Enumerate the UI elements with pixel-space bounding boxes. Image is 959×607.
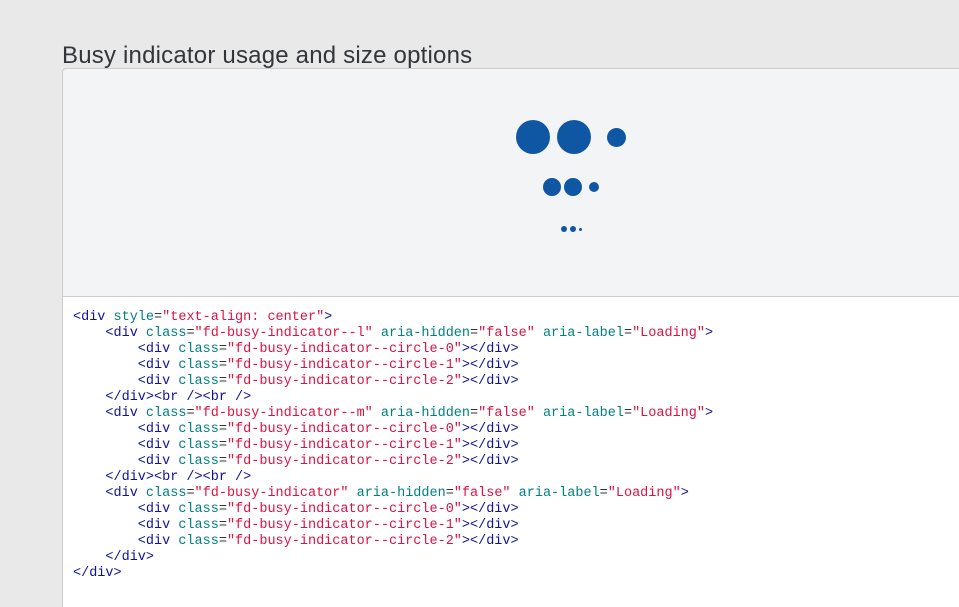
busy-indicator-dot (516, 120, 550, 154)
busy-indicator-medium (543, 178, 599, 196)
code-line: <div class="fd-busy-indicator--circle-1"… (73, 518, 519, 533)
code-line: <div class="fd-busy-indicator--circle-2"… (73, 454, 519, 469)
code-line: <div style="text-align: center"> (73, 310, 333, 325)
busy-indicator-dot (589, 182, 599, 192)
busy-indicator-dot (543, 178, 561, 196)
page-title: Busy indicator usage and size options (62, 42, 473, 70)
code-line: </div> (73, 550, 155, 565)
busy-indicator-dot (560, 226, 567, 232)
busy-indicator-dot (569, 226, 576, 232)
code-line: <div class="fd-busy-indicator--circle-1"… (73, 438, 519, 453)
busy-indicator-small (560, 226, 582, 232)
busy-indicator-preview-panel (62, 68, 959, 297)
code-line: <div class="fd-busy-indicator" aria-hidd… (73, 486, 689, 501)
code-line: <div class="fd-busy-indicator--circle-2"… (73, 374, 519, 389)
code-block: <div style="text-align: center"> <div cl… (62, 297, 959, 607)
code-line: </div> (73, 566, 122, 581)
busy-indicator-dot (564, 178, 582, 196)
code-line: <div class="fd-busy-indicator--circle-0"… (73, 422, 519, 437)
code-line: <div class="fd-busy-indicator--circle-0"… (73, 502, 519, 517)
code-line: <div class="fd-busy-indicator--circle-2"… (73, 534, 519, 549)
code-line: <div class="fd-busy-indicator--circle-0"… (73, 342, 519, 357)
busy-indicator-dot (557, 120, 591, 154)
code-line: </div><br /><br /> (73, 470, 252, 485)
code-line: </div><br /><br /> (73, 390, 252, 405)
busy-indicator-dot (578, 227, 582, 231)
code-line: <div class="fd-busy-indicator--m" aria-h… (73, 406, 714, 421)
code-line: <div class="fd-busy-indicator--circle-1"… (73, 358, 519, 373)
busy-indicator-dot (607, 127, 626, 147)
code-line: <div class="fd-busy-indicator--l" aria-h… (73, 326, 714, 341)
busy-indicator-large (516, 120, 626, 154)
example-card: <div style="text-align: center"> <div cl… (62, 68, 959, 607)
